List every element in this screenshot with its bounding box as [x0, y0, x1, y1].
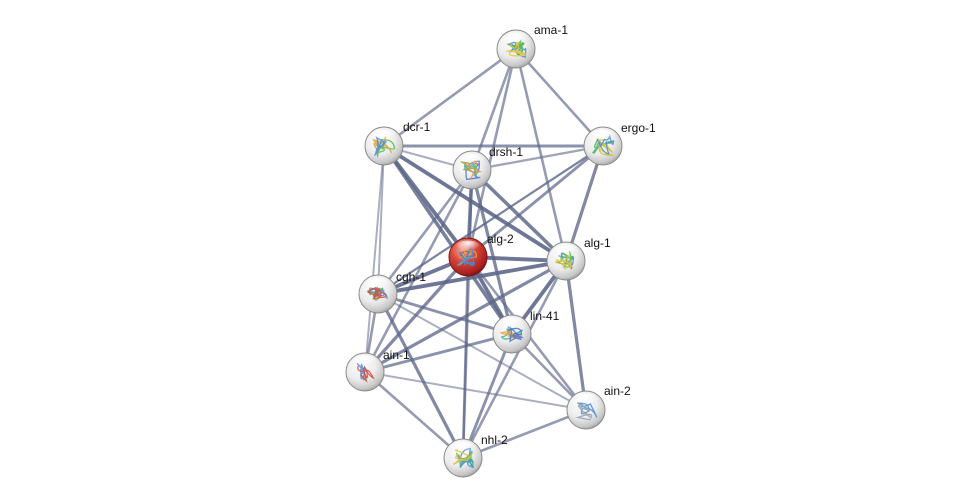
- edge-dcr-1-alg-1[interactable]: [382, 144, 568, 263]
- node-label-lin-41: lin-41: [530, 309, 560, 323]
- node-label-drsh-1: drsh-1: [489, 145, 523, 159]
- edge-ain-2-nhl-2[interactable]: [461, 408, 588, 460]
- node-ama-1[interactable]: ama-1: [496, 23, 568, 69]
- node-dcr-1[interactable]: dcr-1: [364, 120, 431, 166]
- edge-alg-1-nhl-2[interactable]: [461, 259, 568, 460]
- edge-cgh-1-ergo-1[interactable]: [377, 145, 604, 295]
- node-label-alg-1: alg-1: [584, 236, 611, 250]
- node-highlight: [591, 129, 615, 142]
- edge-lin-41-ain-1[interactable]: [363, 332, 514, 374]
- node-alg-2[interactable]: alg-2: [448, 232, 514, 277]
- node-lin-41[interactable]: lin-41: [492, 309, 560, 354]
- edge-ain-1-nhl-2[interactable]: [363, 370, 465, 460]
- edge-ama-1-alg-2[interactable]: [466, 47, 518, 259]
- node-label-alg-2: alg-2: [487, 232, 514, 246]
- edge-ama-1-alg-1[interactable]: [514, 47, 568, 263]
- edge-alg-1-ain-2[interactable]: [564, 259, 588, 412]
- node-highlight: [460, 153, 484, 166]
- node-highlight: [554, 244, 578, 257]
- node-highlight: [451, 441, 475, 454]
- node-highlight: [574, 393, 598, 406]
- edge-ama-1-dcr-1[interactable]: [382, 47, 518, 148]
- edge-alg-1-ain-1[interactable]: [363, 259, 568, 374]
- edge-cgh-1-lin-41[interactable]: [376, 292, 514, 336]
- edge-ergo-1-alg-2[interactable]: [466, 144, 605, 259]
- edge-dcr-1-ain-1[interactable]: [364, 145, 385, 373]
- node-label-ain-1: ain-1: [383, 348, 410, 362]
- edge-lin-41-nhl-2[interactable]: [461, 332, 514, 460]
- node-highlight: [353, 355, 377, 368]
- edge-drsh-1-cgh-1[interactable]: [376, 168, 474, 296]
- node-highlight: [366, 277, 390, 290]
- node-cgh-1[interactable]: cgh-1: [358, 270, 426, 314]
- node-highlight: [500, 317, 524, 330]
- node-highlight: [456, 240, 480, 253]
- edge-drsh-1-ain-1[interactable]: [363, 168, 474, 374]
- node-ergo-1[interactable]: ergo-1: [583, 121, 656, 166]
- edge-cgh-1-nhl-2[interactable]: [376, 292, 465, 460]
- node-label-ergo-1: ergo-1: [621, 121, 656, 135]
- nodes-layer: ama-1 dcr-1 ergo-1 drsh-1 alg-2 alg-1 cgh-1 lin…: [345, 23, 656, 478]
- edge-ain-1-ain-2[interactable]: [364, 371, 587, 411]
- node-highlight: [504, 32, 528, 45]
- edge-ama-1-drsh-1[interactable]: [470, 47, 518, 172]
- edge-ama-1-ergo-1[interactable]: [514, 47, 605, 148]
- node-ain-2[interactable]: ain-2: [566, 384, 631, 430]
- node-label-ain-2: ain-2: [604, 384, 631, 398]
- edge-ergo-1-drsh-1[interactable]: [470, 144, 605, 172]
- protein-structure-icon: [372, 136, 396, 159]
- node-label-cgh-1: cgh-1: [396, 270, 426, 284]
- edge-ergo-1-alg-1[interactable]: [564, 144, 605, 263]
- protein-structure-icon: [499, 326, 524, 343]
- edge-dcr-1-cgh-1[interactable]: [377, 145, 385, 295]
- edge-drsh-1-nhl-2[interactable]: [461, 168, 474, 460]
- node-label-ama-1: ama-1: [534, 23, 568, 37]
- node-alg-1[interactable]: alg-1: [546, 236, 611, 281]
- edge-cgh-1-ain-2[interactable]: [377, 293, 587, 411]
- edge-alg-1-cgh-1[interactable]: [376, 259, 568, 296]
- node-ain-1[interactable]: ain-1: [345, 348, 410, 392]
- node-label-nhl-2: nhl-2: [481, 433, 508, 447]
- node-label-dcr-1: dcr-1: [403, 120, 431, 134]
- node-nhl-2[interactable]: nhl-2: [443, 433, 508, 478]
- edge-drsh-1-alg-1[interactable]: [470, 168, 568, 263]
- node-highlight: [372, 129, 396, 142]
- node-drsh-1[interactable]: drsh-1: [452, 145, 523, 190]
